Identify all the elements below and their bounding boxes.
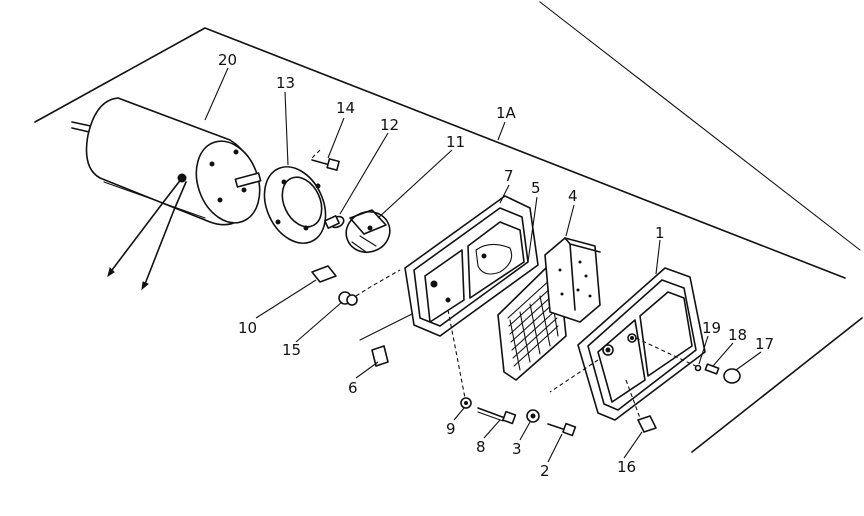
part-14-screw [311, 149, 340, 171]
part-1-cover [549, 267, 706, 421]
callout-15: 15 [282, 341, 301, 359]
callout-10: 10 [238, 319, 257, 337]
plate-7-right-window [467, 221, 525, 299]
callout-4: 4 [568, 187, 578, 205]
part-12-bushing [324, 215, 345, 229]
frame-bottom-line [691, 317, 863, 453]
part-16-fitting [637, 415, 657, 433]
callout-1a: 1A [496, 104, 517, 122]
part-4-filter-element [544, 237, 601, 323]
callout-5: 5 [531, 179, 541, 197]
callout-16: 16 [617, 458, 636, 476]
callout-1: 1 [655, 224, 665, 242]
part-6-clip [359, 309, 421, 367]
callout-7: 7 [504, 167, 514, 185]
callout-11: 11 [446, 133, 465, 151]
frame-corner-line [539, 1, 861, 251]
motor-shaft-front [234, 172, 262, 188]
callout-18: 18 [728, 326, 747, 344]
callout-20: 20 [218, 51, 237, 69]
frame-lines [34, 1, 863, 453]
callout-2: 2 [540, 462, 550, 480]
part-19-washer [694, 364, 702, 372]
part-10-block [311, 265, 337, 283]
callout-6: 6 [348, 379, 358, 397]
screen-mesh [507, 277, 559, 371]
callout-14: 14 [336, 99, 355, 117]
part-11-fan [345, 209, 391, 254]
part-17-cap [723, 368, 741, 384]
motor-wire-1 [111, 177, 183, 271]
part-8-bolt [477, 407, 517, 425]
plate-7-outline [404, 195, 539, 337]
part-2-screw [547, 422, 577, 437]
plate-7-left-window [424, 249, 465, 323]
part-20-motor [71, 97, 262, 291]
callout-8: 8 [476, 438, 486, 456]
callout-19: 19 [702, 319, 721, 337]
part-15-fitting [338, 269, 401, 306]
part-13-adapter-ring [263, 166, 327, 244]
frame-top-line [34, 27, 846, 279]
cover-1-outline [577, 267, 706, 421]
callout-13: 13 [276, 74, 295, 92]
part-3-washer [526, 409, 540, 423]
callout-9: 9 [446, 420, 456, 438]
leader-lines [204, 67, 762, 463]
ring-inner [281, 176, 323, 228]
callout-3: 3 [512, 440, 522, 458]
part-9-nut [460, 397, 472, 409]
motor-wire-2 [144, 181, 187, 285]
screw-14-head [326, 158, 340, 171]
cover-1-left-window [597, 319, 646, 403]
callout-labels: 20 13 14 12 11 1A 7 5 4 1 19 18 17 10 15… [218, 51, 774, 480]
callout-17: 17 [755, 335, 774, 353]
cover-1-right-window [639, 291, 693, 377]
callout-12: 12 [380, 116, 399, 134]
part-18-screw [704, 363, 720, 375]
